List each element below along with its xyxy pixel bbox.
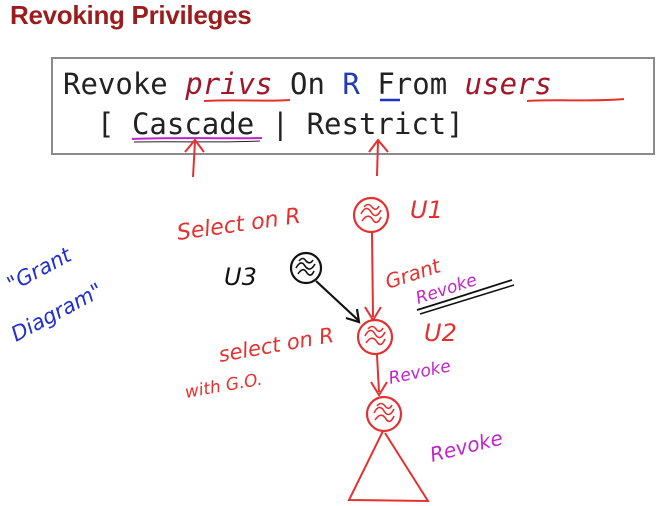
select-on-r-label: Select on R — [175, 204, 302, 246]
keyword-on: On — [290, 67, 325, 101]
select-on-r-go-label-2: with G.O. — [183, 370, 263, 403]
select-on-r-go-label-1: select on R — [217, 323, 336, 367]
node-u3 — [289, 251, 323, 285]
arrow-to-restrict — [368, 138, 389, 177]
slide-title: Revoking Privileges — [10, 0, 252, 30]
node-u4 — [365, 395, 403, 433]
cascade-underline — [131, 137, 263, 140]
edge-u3-to-u2 — [315, 280, 361, 324]
option-separator: | — [271, 107, 290, 141]
u2-label: U2 — [424, 319, 457, 347]
syntax-line-2: [ Cascade | Restrict] — [97, 107, 464, 141]
revoke-edge-underline-2 — [419, 284, 515, 315]
node-u1 — [352, 196, 390, 234]
users-underline — [526, 98, 625, 102]
revoke-edge-underline-1 — [416, 279, 513, 311]
syntax-line-1: Revoke privs On R From users — [63, 67, 552, 101]
edge-u2-to-u4 — [370, 354, 388, 397]
revoke-bottom-label: Revoke — [427, 426, 505, 467]
u3-label: U3 — [224, 263, 257, 291]
privs-underline — [203, 99, 291, 102]
option-cascade: Cascade — [131, 107, 255, 141]
open-bracket: [ — [97, 107, 115, 141]
option-restrict: Restrict — [306, 107, 447, 141]
arrow-to-cascade — [184, 138, 205, 178]
subtree-triangle — [347, 430, 430, 503]
revoke-u2-down-label: Revoke — [387, 356, 453, 389]
edge-u1-to-u2 — [364, 232, 382, 322]
syntax-box: Revoke privs On R From users [ Cascade |… — [51, 57, 655, 155]
grant-diagram-label-1: "Grant — [3, 242, 76, 296]
keyword-from: From — [377, 67, 448, 101]
users-placeholder: users — [464, 67, 552, 101]
node-u2 — [356, 318, 394, 356]
privs-placeholder: privs — [185, 67, 273, 101]
u1-label: U1 — [410, 196, 443, 224]
keyword-revoke: Revoke — [63, 67, 168, 101]
close-bracket: ] — [446, 107, 464, 141]
relation-placeholder: R — [342, 67, 360, 101]
